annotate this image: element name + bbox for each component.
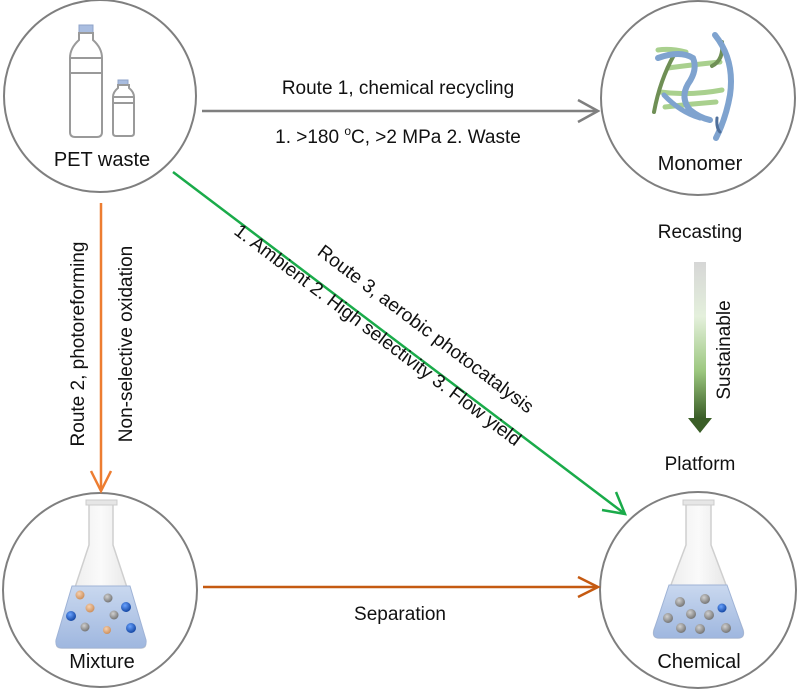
monomer-label: Monomer xyxy=(658,153,743,175)
mixture-label: Mixture xyxy=(69,651,135,673)
platform-label: Platform xyxy=(665,454,736,475)
monomer-strands-icon xyxy=(652,32,734,141)
route3-arrow xyxy=(172,171,628,516)
recasting-label: Recasting xyxy=(658,222,743,243)
route1-conditions-post: C, >2 MPa 2. Waste xyxy=(351,127,521,148)
separation-label: Separation xyxy=(354,604,446,625)
flask-mixture-icon xyxy=(55,499,147,649)
route2-arrow xyxy=(89,203,113,494)
route3-conditions: 1. Ambient 2. High selectivity 3. Flow y… xyxy=(230,221,525,451)
separation-arrow xyxy=(203,575,601,599)
pet-waste-node xyxy=(3,0,197,193)
route1-degree-superscript: o xyxy=(344,124,351,138)
flask-chemical-icon xyxy=(652,499,745,639)
route1-conditions-pre: 1. >180 xyxy=(275,127,344,148)
route1-title: Route 1, chemical recycling xyxy=(282,78,514,99)
route1-arrow xyxy=(202,98,601,124)
chemical-label: Chemical xyxy=(657,651,740,673)
route3-title: Route 3, aerobic photocatalysis xyxy=(313,241,537,418)
route1-conditions: 1. >180 oC, >2 MPa 2. Waste xyxy=(275,124,521,148)
pet-waste-label: PET waste xyxy=(54,149,150,171)
plastic-bottles-icon xyxy=(69,24,135,138)
sustainable-label: Sustainable xyxy=(714,300,735,399)
sustainable-arrow xyxy=(688,262,712,433)
route2-note: Non-selective oxidation xyxy=(116,246,137,442)
monomer-node xyxy=(600,0,796,196)
route2-title: Route 2, photoreforming xyxy=(68,242,89,447)
